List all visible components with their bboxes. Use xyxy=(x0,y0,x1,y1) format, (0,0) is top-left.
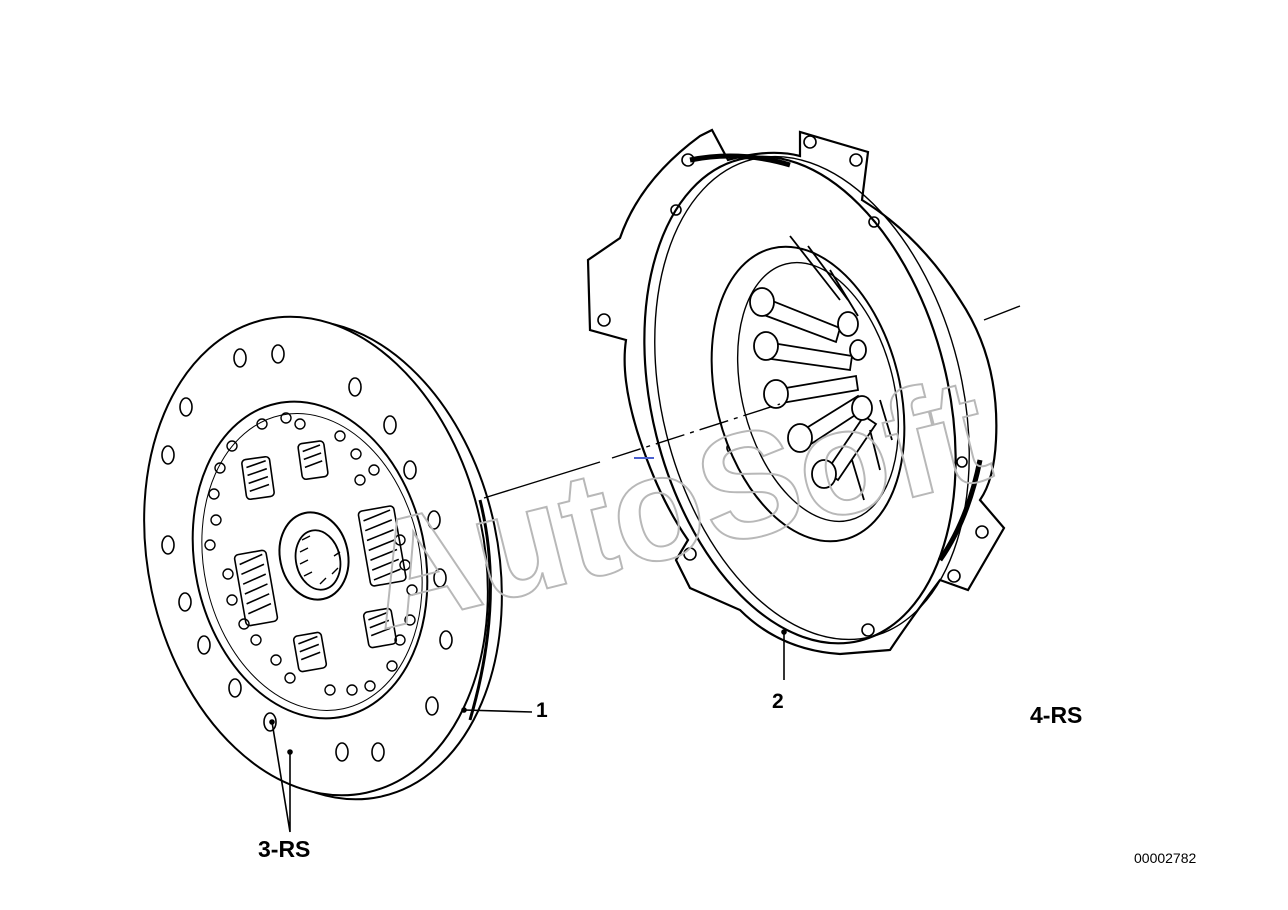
damper-springs xyxy=(233,440,407,673)
inner-rivet-holes xyxy=(204,412,418,696)
clutch-disc xyxy=(143,315,503,801)
callout-pressure-plate: 2 xyxy=(772,690,784,713)
pressure-plate xyxy=(586,128,1006,656)
callout-disc: 1 xyxy=(536,699,548,722)
callout-plate-repair-set: 4-RS xyxy=(1030,702,1083,728)
outer-rivet-holes xyxy=(161,344,453,762)
figure-number: 00002782 xyxy=(1134,850,1197,866)
splined-hub xyxy=(278,511,350,601)
leader-lines xyxy=(269,629,787,833)
center-axis xyxy=(483,305,1021,499)
diaphragm-fingers xyxy=(749,235,893,501)
callout-disc-repair-set: 3-RS xyxy=(258,836,311,862)
